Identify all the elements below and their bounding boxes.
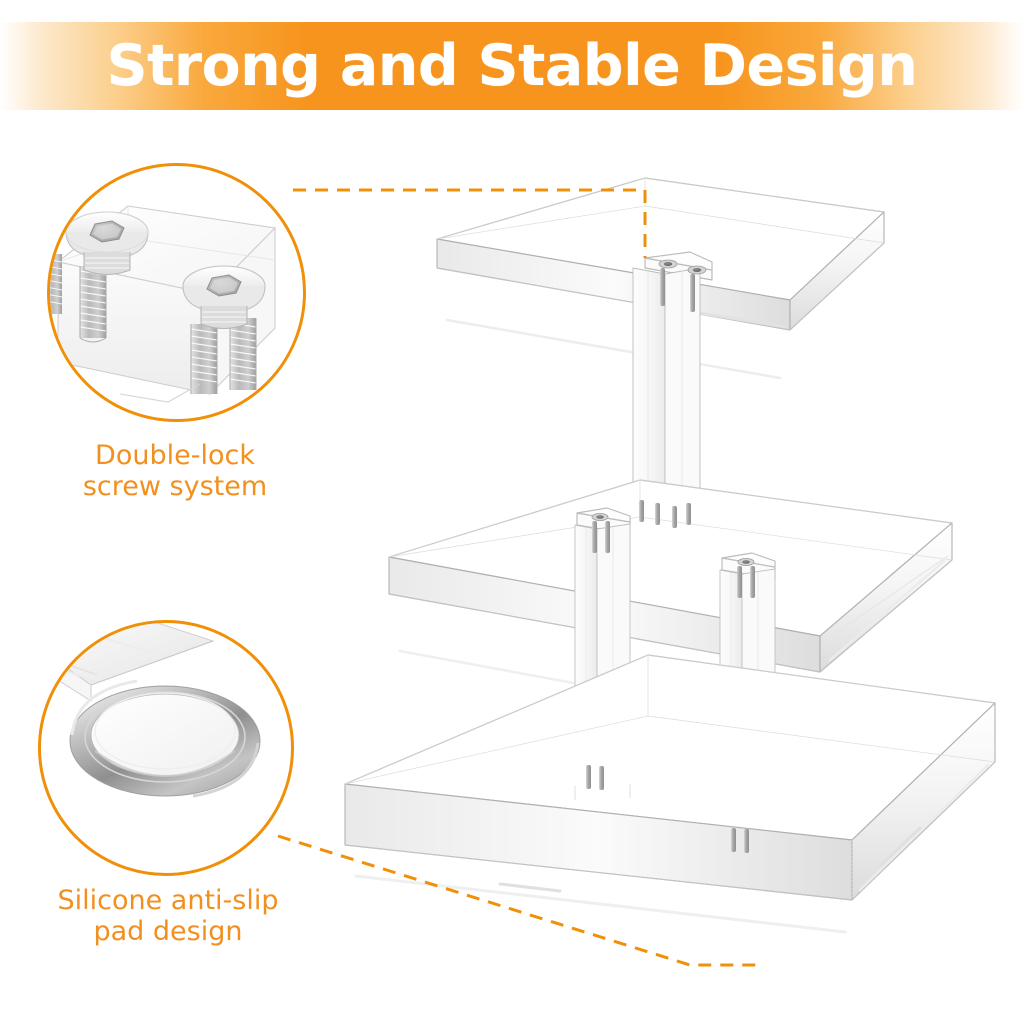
header-banner: Strong and Stable Design <box>0 22 1024 110</box>
header-banner-background <box>0 22 1024 110</box>
callout-double-lock-screw <box>47 163 306 422</box>
callout-silicone-pad <box>38 620 294 876</box>
callout-label-double-lock-screw: Double-lock screw system <box>82 440 268 503</box>
callout-label-silicone-pad: Silicone anti-slip pad design <box>57 885 279 948</box>
screw-detail-illustration <box>50 205 277 403</box>
silicone-pad-illustration <box>41 623 261 798</box>
header-title: Strong and Stable Design <box>106 33 918 99</box>
leader-line-pad <box>277 834 760 967</box>
leader-line-screw <box>293 188 647 258</box>
